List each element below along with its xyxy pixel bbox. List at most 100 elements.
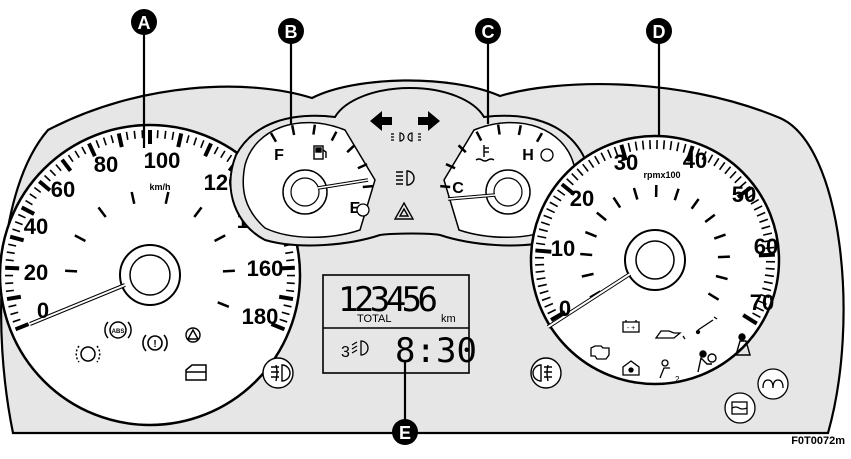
sidelights-icon (391, 132, 421, 142)
tachometer-inner-tick (612, 196, 622, 209)
tachometer-tick (566, 178, 574, 186)
fuel-gauge-tick (330, 131, 338, 142)
speedometer-tick (279, 318, 288, 323)
tachometer-tick (594, 155, 601, 165)
tachometer-tick (756, 211, 766, 217)
tachometer-tick (538, 228, 548, 233)
tachometer-unit: rpmx100 (643, 170, 680, 180)
rpm-label-20: 20 (570, 186, 594, 211)
rear-fog-icon (262, 357, 294, 389)
tachometer-tick (582, 163, 589, 172)
clock-value: 8:30 (395, 331, 477, 371)
speedometer-tick (14, 322, 30, 332)
tachometer-inner-tick (704, 213, 716, 223)
fuel-gauge-tick (290, 124, 296, 136)
tachometer-tick (724, 166, 732, 175)
tachometer-tick (764, 274, 774, 278)
figure-code: F0T0072m (791, 435, 845, 447)
fuel-empty-label: E (350, 200, 361, 217)
brake-warning-icon: ! (142, 334, 168, 352)
speedometer-tick (283, 304, 292, 308)
tachometer-tick (761, 225, 771, 230)
tachometer-tick (762, 287, 772, 292)
high-beam-icon (396, 170, 415, 186)
speed-label-180: 180 (242, 304, 279, 329)
tachometer-tick (753, 205, 763, 211)
speedometer-tick (133, 130, 136, 139)
speedometer-inner-tick (164, 191, 170, 204)
tachometer-tick (682, 143, 687, 153)
speedometer-tick (226, 154, 233, 163)
coolant-temp-icon (475, 145, 495, 162)
speed-label-160: 160 (247, 256, 284, 281)
door-open-icon (185, 364, 207, 381)
odometer-value: 123456 (338, 280, 438, 320)
svg-text:!: ! (153, 339, 156, 350)
rpm-label-70: 70 (750, 290, 774, 315)
fuel-gauge-tick (346, 144, 356, 154)
speedometer-tick (171, 131, 175, 140)
tachometer-tick (547, 308, 557, 315)
tachometer-tick (676, 142, 680, 152)
speedometer-tick (286, 259, 295, 262)
rpm-label-0: 0 (559, 296, 571, 321)
callout-b: B (278, 18, 304, 124)
speedometer-tick (12, 318, 21, 323)
speedometer-tick (270, 322, 286, 332)
speedometer-tick (17, 213, 26, 219)
speedometer-inner-tick (74, 234, 86, 243)
tachometer-tick (757, 300, 767, 305)
speedometer-tick (43, 174, 51, 182)
speedometer-tick (164, 130, 167, 139)
speedometer-tick (110, 135, 115, 144)
speedometer-tick (285, 251, 294, 255)
speed-label-0: 0 (37, 298, 49, 323)
speedometer-inner-tick (130, 191, 136, 204)
svg-text:2: 2 (675, 375, 680, 384)
tachometer-tick (550, 310, 566, 322)
speedometer-tick (220, 150, 226, 159)
rpm-label-30: 30 (614, 150, 638, 175)
tachometer-inner-tick (581, 272, 594, 278)
tachometer-tick (557, 189, 566, 196)
tachometer-tick (764, 239, 774, 243)
speedometer-tick (74, 150, 80, 159)
temp-gauge-tick (475, 131, 483, 142)
speedometer-tick (10, 311, 19, 316)
speed-label-20: 20 (24, 260, 48, 285)
tachometer-tick (576, 168, 584, 177)
tachometer-tick (742, 313, 758, 326)
temp-gauge-tick (445, 163, 456, 170)
callout-c-label: C (482, 22, 495, 42)
tachometer-tick (634, 141, 638, 151)
speedometer-inner-tick (222, 269, 235, 273)
rpm-label-50: 50 (732, 182, 756, 207)
speedometer-tick (280, 265, 295, 271)
rpm-label-40: 40 (683, 148, 707, 173)
tachometer-inner-tick (580, 252, 593, 257)
tachometer-tick (752, 312, 761, 319)
speedometer-tick (203, 142, 213, 158)
tachometer-tick (535, 248, 552, 254)
speedometer-inner-tick (97, 206, 107, 218)
speedometer-tick (55, 164, 62, 172)
temp-cold-label: C (452, 180, 464, 197)
speedometer-tick (5, 259, 14, 262)
coolant-warning-light (540, 148, 554, 162)
speedometer-tick (25, 199, 33, 206)
tachometer-tick (606, 149, 613, 159)
rpm-label-60: 60 (754, 234, 778, 259)
tachometer-tick (718, 161, 726, 171)
tachometer-tick (546, 207, 556, 214)
speedometer-tick (5, 265, 20, 271)
fuel-gauge-tick (269, 132, 278, 143)
tachometer-inner-tick (717, 255, 730, 259)
tachometer-inner-tick (690, 198, 700, 210)
speedometer-tick (8, 243, 17, 247)
fuel-gauge-tick (357, 163, 368, 170)
tachometer-inner-tick (632, 187, 639, 200)
speedometer-tick (125, 131, 129, 140)
speed-label-40: 40 (24, 214, 48, 239)
tachometer-tick (600, 152, 606, 162)
